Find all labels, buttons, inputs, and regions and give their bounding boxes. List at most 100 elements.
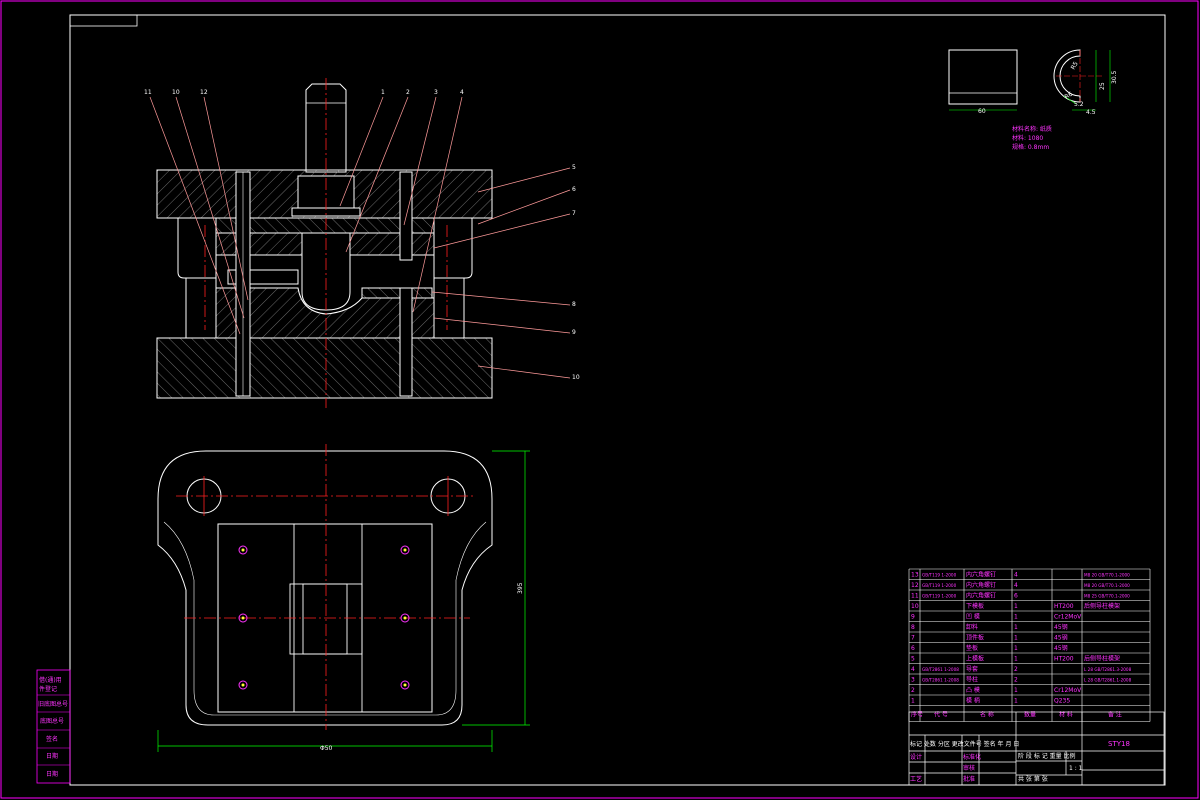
leader-label: 5: [572, 164, 576, 171]
table-header-cell: 备 注: [1108, 711, 1122, 719]
section-view: [156, 78, 493, 408]
dim-part-b1: 5.2: [1074, 101, 1084, 108]
table-cell-std: GB/T2861 1-2008: [922, 678, 959, 683]
table-cell-mat: Cr12MoV: [1054, 687, 1082, 694]
table-cell-name: 内六角螺钉: [966, 571, 996, 579]
dim-part-r1: R5: [1070, 60, 1080, 71]
leader-label: 1: [381, 89, 385, 96]
plan-screw-holes: [238, 545, 410, 690]
table-cell-no: 6: [911, 645, 915, 652]
table-cell-name: 内六角螺钉: [966, 592, 996, 600]
table-cell-qty: 1: [1014, 624, 1018, 631]
part-view: [948, 49, 1111, 111]
table-header-cell: 序号: [911, 711, 923, 719]
table-header-cell: 材 料: [1059, 711, 1073, 719]
leader-label: 11: [144, 89, 152, 96]
table-cell-no: 9: [911, 614, 915, 621]
dim-part-r2: R6: [1064, 91, 1075, 101]
table-cell-name: 凸 模: [966, 686, 980, 694]
table-cell-name: 内六角螺钉: [966, 581, 996, 589]
dim-part-b2: 4.5: [1086, 109, 1096, 116]
table-cell-std: GB/T119 1-2000: [922, 583, 957, 588]
table-cell-std: GB/T2861 1-2008: [922, 667, 959, 672]
dim-part-h1: 25: [1099, 82, 1106, 90]
strip-label: 签名: [46, 735, 58, 743]
strip-label: 件登记: [39, 685, 57, 693]
title-sheet-row: 共 张 第 张: [1018, 775, 1048, 783]
plan-view: [157, 444, 493, 730]
table-cell-qty: 6: [1014, 593, 1018, 600]
inner-frame: [69, 14, 1166, 786]
title-drawing-no: STY18: [1108, 740, 1130, 748]
table-cell-std: GB/T119 1-2000: [922, 594, 957, 599]
table-cell-qty: 1: [1014, 687, 1018, 694]
table-cell-no: 10: [911, 603, 919, 610]
table-cell-no: 11: [911, 593, 919, 600]
strip-label: 日期: [46, 752, 58, 760]
table-header-cell: 名 称: [980, 711, 994, 719]
title-stage-row: 阶 段 标 记 重量 比例: [1018, 752, 1076, 760]
table-cell-name: 导套: [966, 665, 978, 673]
strip-label: 日期: [46, 770, 58, 778]
strip-label: 底图总号: [40, 717, 64, 725]
table-cell-no: 13: [911, 572, 919, 579]
table-cell-note: 后侧导柱模架: [1084, 655, 1120, 663]
table-cell-name: 卸料: [966, 623, 978, 631]
table-cell-note: L 28 GB/T2861.1-2008: [1084, 678, 1132, 683]
table-cell-no: 5: [911, 656, 915, 663]
title-revision-row: 标记 处数 分区 更改文件号 签名 年 月 日: [910, 740, 1019, 748]
table-cell-no: 3: [911, 677, 915, 684]
leader-label: 4: [460, 89, 464, 96]
table-cell-name: 上模板: [966, 655, 984, 663]
title-block: 标记 处数 分区 更改文件号 签名 年 月 日 设计 标准化 审核 工艺 批准 …: [908, 711, 1165, 786]
part-note: 材料名称: 纸质: [1012, 125, 1052, 133]
table-header-cell: 代 号: [934, 711, 948, 719]
leader-label: 10: [572, 374, 580, 381]
leader-labels: 11 10 12 1 2 3 4 5 6 7 8 9 10: [144, 89, 580, 381]
dim-plan-width: Φ50: [320, 745, 333, 752]
table-cell-qty: 1: [1014, 645, 1018, 652]
table-cell-mat: HT200: [1054, 603, 1074, 610]
table-cell-no: 2: [911, 687, 915, 694]
table-cell-note: M8 20 GB/T70.1-2000: [1084, 573, 1130, 578]
table-cell-qty: 1: [1014, 698, 1018, 705]
table-cell-name: 凹 模: [966, 613, 980, 621]
leader-label: 3: [434, 89, 438, 96]
title-approve: 批准: [963, 775, 975, 783]
table-cell-mat: 45钢: [1054, 634, 1068, 642]
table-cell-qty: 4: [1014, 572, 1018, 579]
table-cell-name: 顶件板: [966, 634, 984, 642]
leader-label: 7: [572, 210, 576, 217]
dim-part-width: 60: [978, 108, 986, 115]
table-cell-qty: 1: [1014, 635, 1018, 642]
strip-label: 借(通)用: [39, 676, 62, 684]
table-cell-name: 导柱: [966, 676, 978, 684]
table-cell-mat: 45钢: [1054, 623, 1068, 631]
leader-label: 10: [172, 89, 180, 96]
table-header-cell: 数量: [1024, 711, 1036, 719]
leader-label: 12: [200, 89, 208, 96]
table-cell-no: 8: [911, 624, 915, 631]
table-cell-note: L 28 GB/T2861.3-2008: [1084, 667, 1132, 672]
table-cell-qty: 2: [1014, 677, 1018, 684]
leader-label: 8: [572, 301, 576, 308]
table-cell-mat: Cr12MoV: [1054, 614, 1082, 621]
part-notes: 材料名称: 纸质 材料: 1080 规格: 0.8mm: [1012, 125, 1052, 151]
table-cell-no: 7: [911, 635, 915, 642]
part-note: 规格: 0.8mm: [1012, 143, 1049, 151]
corner-tab: [69, 14, 138, 27]
table-cell-mat: HT200: [1054, 656, 1074, 663]
table-cell-note: M8 25 GB/T70.1-2000: [1084, 594, 1130, 599]
leader-label: 2: [406, 89, 410, 96]
title-review: 审核: [963, 764, 975, 772]
table-cell-note: 后侧导柱模架: [1084, 602, 1120, 610]
table-cell-no: 12: [911, 582, 919, 589]
strip-label: 旧底图总号: [38, 700, 68, 708]
dim-plan-height: 395: [517, 582, 524, 594]
table-cell-name: 垫板: [966, 644, 978, 652]
leader-label: 6: [572, 186, 576, 193]
table-cell-mat: Q235: [1054, 698, 1070, 705]
title-standardize: 标准化: [963, 753, 981, 761]
